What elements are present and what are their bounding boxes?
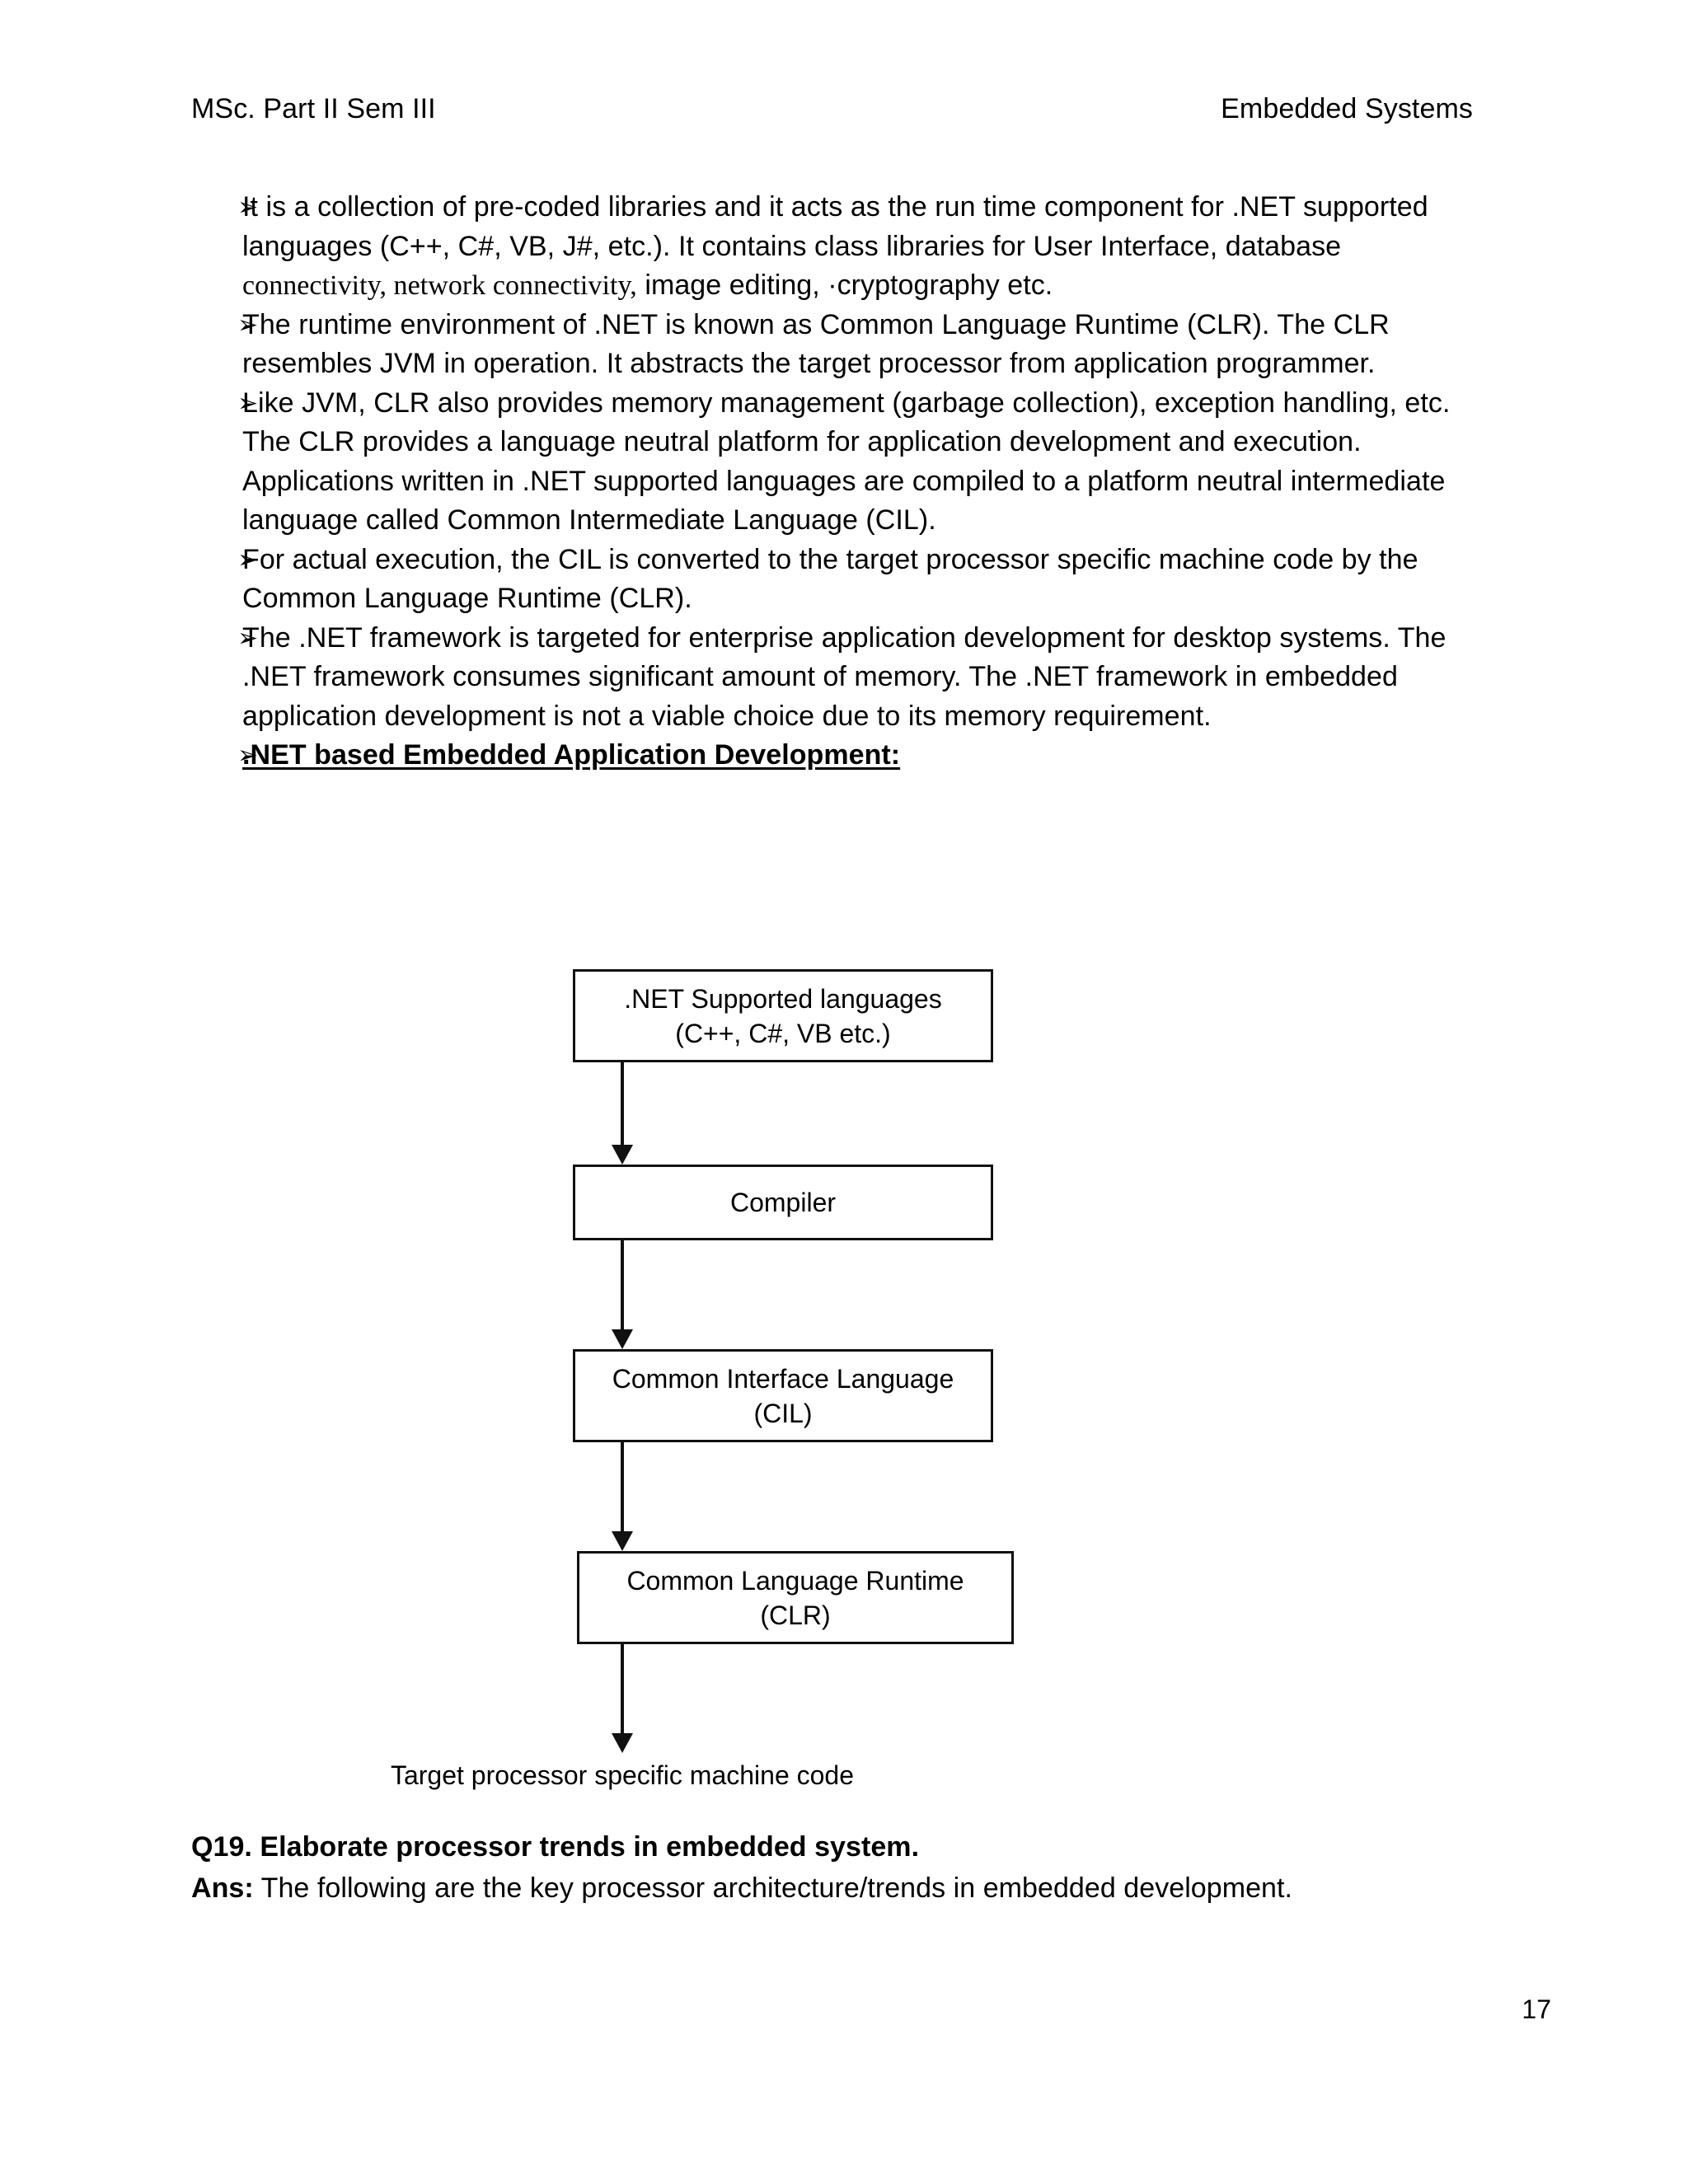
arrow-bullet-icon: ➢ [237, 193, 259, 222]
list-item-text-serif: connectivity, network connectivity, [242, 270, 637, 301]
question-text: Q19. Elaborate processor trends in embed… [191, 1831, 920, 1863]
list-item-text: It is a collection of pre-coded librarie… [242, 188, 1477, 306]
list-item: ➢ For actual execution, the CIL is conve… [191, 541, 1477, 619]
flowchart-box-line2: (CLR) [760, 1600, 831, 1630]
flowchart-output-caption: Target processor specific machine code [390, 1760, 855, 1790]
flowchart-box-line1: .NET Supported languages [624, 983, 942, 1014]
header-subject-label: Embedded Systems [1221, 93, 1473, 124]
page-number: 17 [1522, 1994, 1551, 2024]
list-item: ➢ The runtime environment of .NET is kno… [191, 306, 1477, 384]
flowchart-box-common-language-runtime: Common Language Runtime (CLR) [577, 1551, 1014, 1644]
flowchart-box-line2: (C++, C#, VB etc.) [675, 1018, 891, 1048]
list-item: ➢ The .NET framework is targeted for ent… [191, 619, 1477, 737]
answer-label: Ans: [191, 1872, 254, 1904]
bullet-list: ➢ It is a collection of pre-coded librar… [191, 188, 1477, 776]
flowchart-box-common-interface-language: Common Interface Language (CIL) [573, 1349, 993, 1442]
answer-text: The following are the key processor arch… [253, 1872, 1293, 1904]
arrow-bullet-icon: ➢ [237, 545, 259, 574]
header-course-label: MSc. Part II Sem III [191, 93, 436, 124]
list-item-heading: ➢ .NET based Embedded Application Develo… [191, 736, 1477, 776]
page-header: MSc. Part II Sem III Embedded Systems [191, 92, 1473, 126]
list-item: ➢ Like JVM, CLR also provides memory man… [191, 384, 1477, 541]
arrow-bullet-icon: ➢ [237, 310, 259, 340]
arrow-bullet-icon: ➢ [237, 741, 259, 770]
arrow-bullet-icon: ➢ [237, 388, 259, 418]
list-item-text: The runtime environment of .NET is known… [242, 308, 1390, 380]
list-item-text-post: image editing, ·cryptography etc. [636, 269, 1053, 301]
flowchart-box-line1: Common Interface Language [612, 1363, 954, 1394]
list-item-text: For actual execution, the CIL is convert… [242, 543, 1418, 615]
list-item-text: The .NET framework is targeted for enter… [242, 621, 1447, 732]
list-item-text-pre: It is a collection of pre-coded librarie… [242, 191, 1428, 262]
flowchart-box-supported-languages: .NET Supported languages (C++, C#, VB et… [573, 969, 993, 1062]
arrow-bullet-icon: ➢ [237, 623, 259, 653]
list-item-text: Like JVM, CLR also provides memory manag… [242, 387, 1451, 537]
list-item: ➢ It is a collection of pre-coded librar… [191, 188, 1477, 306]
answer-line: Ans: The following are the key processor… [191, 1868, 1477, 1909]
flowchart-box-line2: (CIL) [753, 1398, 813, 1428]
flowchart-box-line1: Compiler [729, 1188, 837, 1217]
question-answer-block: Q19. Elaborate processor trends in embed… [191, 1826, 1477, 1909]
section-heading-text: .NET based Embedded Application Developm… [242, 739, 901, 771]
flowchart-box-compiler: Compiler [573, 1165, 993, 1240]
flowchart-box-line1: Common Language Runtime [626, 1565, 964, 1596]
dotnet-embedded-flowchart: .NET Supported languages (C++, C#, VB et… [0, 964, 1688, 1790]
